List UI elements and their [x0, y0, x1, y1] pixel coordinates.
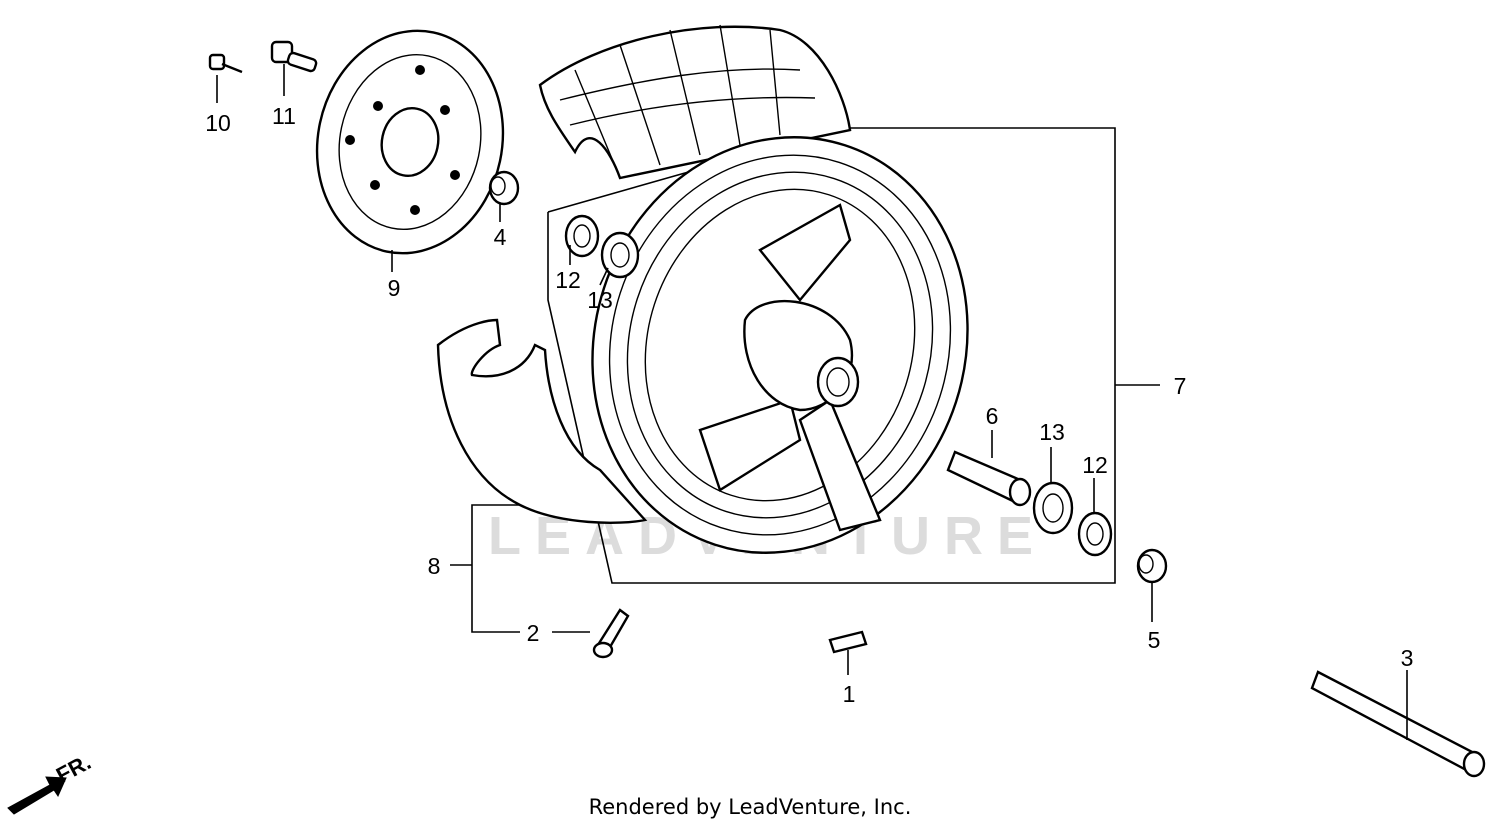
- leader-lines: [216, 64, 1408, 740]
- collar-4: [488, 170, 520, 206]
- callout-4: 4: [494, 224, 507, 250]
- callout-7: 7: [1174, 373, 1187, 399]
- valve-2: [592, 608, 630, 659]
- callout-13-right: 13: [1039, 419, 1065, 445]
- bolt-11: [270, 40, 318, 73]
- callout-9: 9: [388, 275, 401, 301]
- callout-8: 8: [428, 553, 441, 579]
- tire-lower: [436, 318, 648, 524]
- spacer-6: [946, 450, 1032, 507]
- brake-disc: [315, 29, 505, 255]
- bolt-10: [208, 53, 243, 74]
- callout-6: 6: [986, 403, 999, 429]
- direction-arrow-icon: [7, 776, 67, 815]
- dust-seal-12-right: [1077, 511, 1113, 557]
- callout-3: 3: [1401, 645, 1414, 671]
- callout-5: 5: [1148, 627, 1161, 653]
- callout-11: 11: [272, 103, 296, 129]
- callout-2: 2: [527, 620, 540, 646]
- axle-3: [1310, 670, 1486, 778]
- wheel-rim: [591, 136, 969, 554]
- bearing-13-left: [600, 231, 640, 279]
- footer-credit: Rendered by LeadVenture, Inc.: [588, 795, 912, 819]
- collar-5: [1136, 548, 1168, 584]
- bearing-13-right: [1032, 481, 1074, 535]
- weight-1: [828, 630, 868, 654]
- callout-12-right: 12: [1082, 452, 1108, 478]
- callout-10: 10: [205, 110, 231, 136]
- callout-12-left: 12: [555, 267, 581, 293]
- dust-seal-12-left: [564, 214, 600, 258]
- callout-1: 1: [843, 681, 856, 707]
- callout-13-left: 13: [587, 287, 613, 313]
